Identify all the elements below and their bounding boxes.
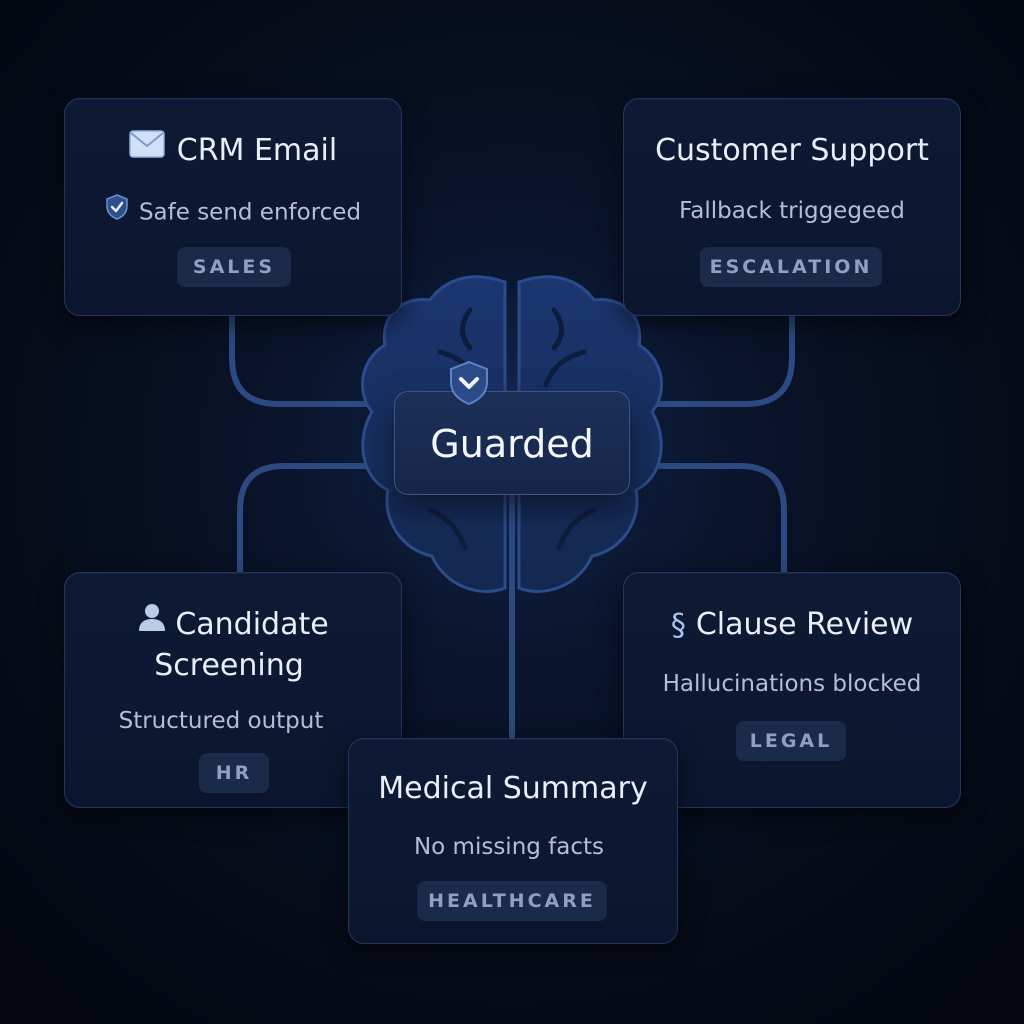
card-subtitle: Structured output (118, 708, 324, 734)
connector-candidate (237, 463, 368, 575)
connector-support (652, 313, 795, 407)
card-subtitle: No missing facts (413, 834, 605, 860)
tag-healthcare: HEALTHCARE (417, 881, 607, 921)
person-icon (137, 602, 167, 643)
card-subtitle: Hallucinations blocked (662, 671, 922, 697)
card-customer-support[interactable]: Customer Support Fallback triggegeed ESC… (623, 98, 961, 316)
guarded-node[interactable]: Guarded (394, 391, 630, 495)
card-clause-review[interactable]: §Clause Review Hallucinations blocked LE… (623, 572, 961, 808)
card-subtitle: Fallback triggegeed (679, 198, 905, 224)
section-sign-icon: § (670, 607, 686, 643)
card-title: CRM Email (65, 129, 401, 172)
envelope-icon (129, 129, 165, 169)
connector-clause (657, 463, 787, 575)
card-title: Medical Summary (378, 771, 648, 806)
card-title-line2: Screening (154, 648, 304, 683)
card-crm-email[interactable]: CRM Email Safe send enforced SALES (64, 98, 402, 316)
tag-escalation: ESCALATION (700, 247, 882, 287)
connector-crm (229, 313, 373, 407)
shield-check-icon (105, 194, 129, 228)
tag-sales: SALES (177, 247, 291, 287)
card-medical-summary[interactable]: Medical Summary No missing facts HEALTHC… (348, 738, 678, 944)
card-title: Candidate (65, 602, 401, 646)
card-candidate-screening[interactable]: Candidate Screening Structured output HR (64, 572, 402, 808)
tag-legal: LEGAL (736, 721, 846, 761)
shield-chevron-icon (450, 360, 488, 406)
card-title: §Clause Review (624, 605, 960, 646)
card-title: Customer Support (655, 133, 929, 168)
tag-hr: HR (199, 753, 269, 793)
card-subtitle: Safe send enforced (65, 194, 401, 230)
